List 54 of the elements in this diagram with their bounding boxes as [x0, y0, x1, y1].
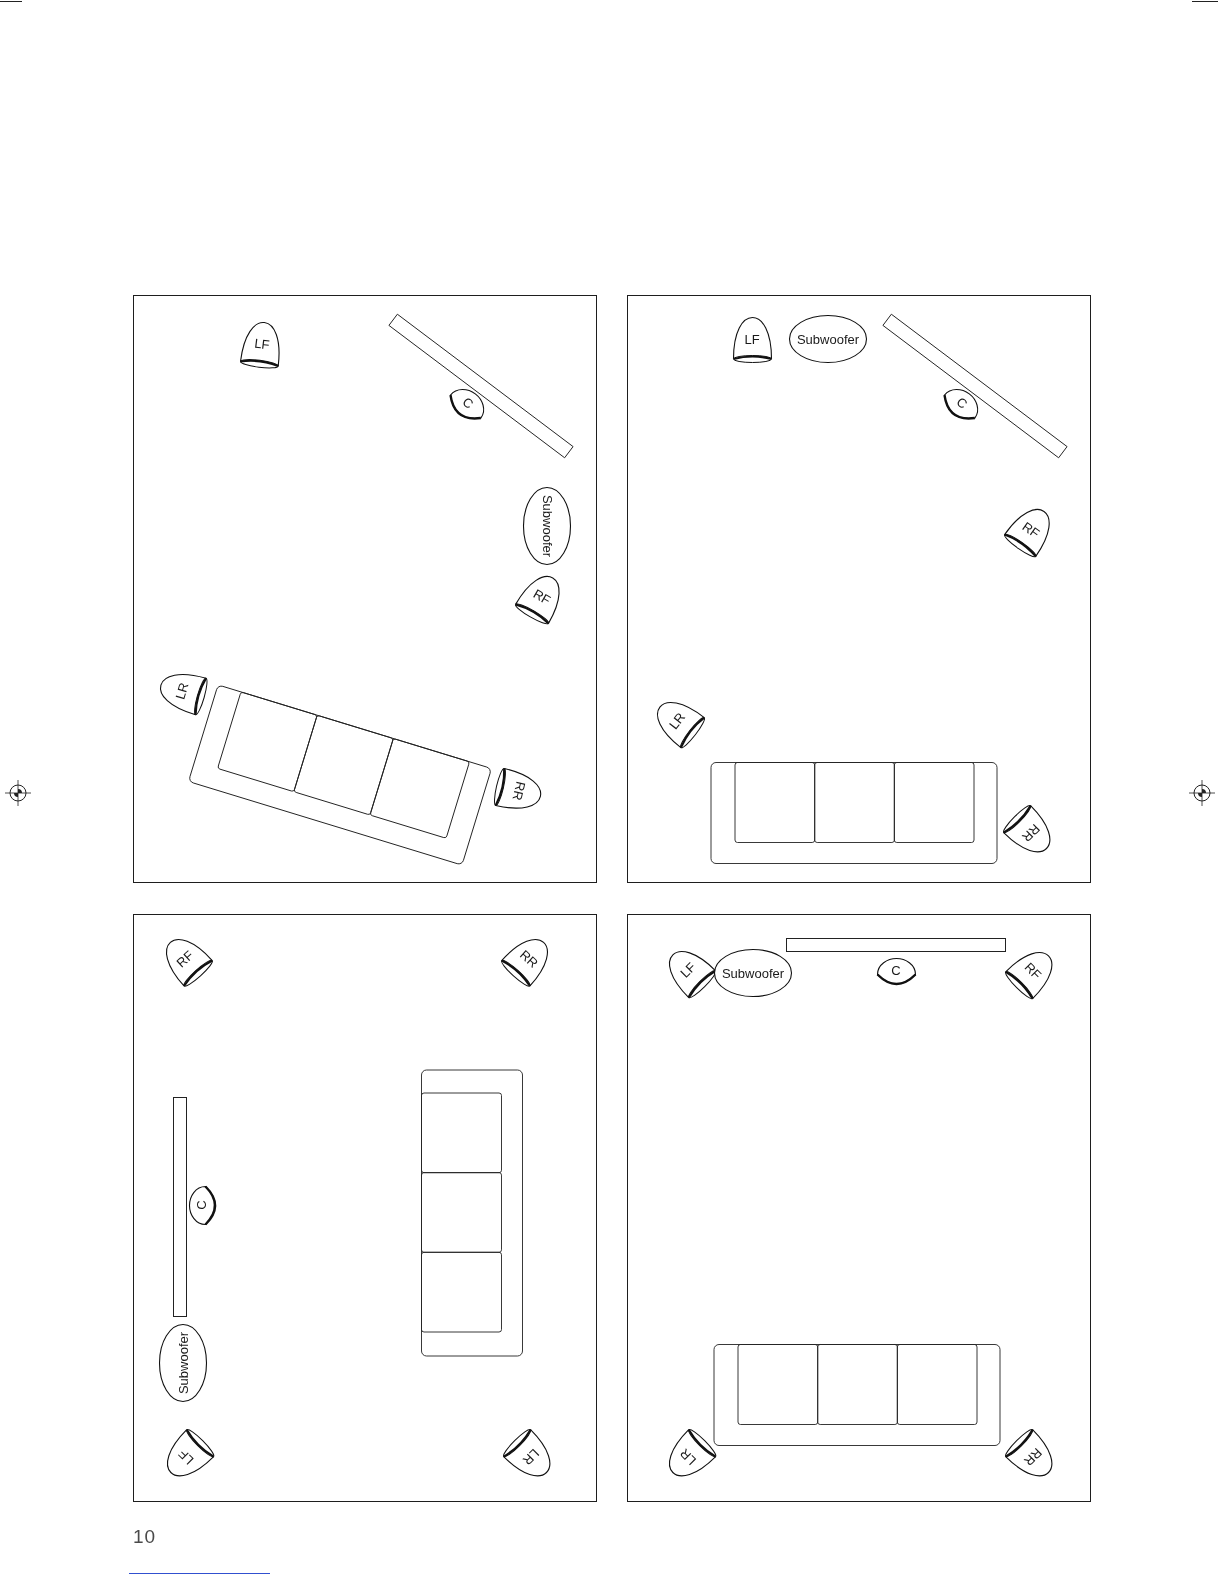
- speaker-shape: [1004, 1428, 1054, 1478]
- speaker-shape: [1002, 508, 1051, 559]
- speaker-label: Subwoofer: [540, 494, 554, 558]
- speaker-shape: [667, 949, 717, 999]
- speaker-shape: [667, 1428, 717, 1478]
- speaker-label: LF: [678, 960, 698, 980]
- speaker-label: LR: [520, 1446, 542, 1468]
- speaker-label: LR: [666, 710, 688, 732]
- page-number: 10: [133, 1527, 157, 1546]
- subwoofer-oval: [788, 314, 868, 364]
- speaker-label: RR: [510, 780, 528, 802]
- room-panel: [627, 295, 1091, 883]
- speaker-label: LR: [677, 1446, 699, 1468]
- speaker-label: Subwoofer: [721, 966, 785, 980]
- subwoofer-oval: [522, 486, 572, 566]
- room-panel: [627, 914, 1091, 1502]
- speaker-shape: [655, 701, 706, 750]
- speaker-shape: [493, 766, 543, 810]
- speaker-label: RF: [1020, 519, 1042, 541]
- speaker-label: C: [459, 395, 476, 412]
- speaker-shape: [875, 956, 917, 985]
- speaker-shape: [187, 1184, 216, 1226]
- speaker-shape: [502, 1428, 552, 1478]
- speaker-label: RF: [174, 948, 196, 970]
- room-panel: [133, 914, 597, 1502]
- speaker-shape: [239, 320, 281, 369]
- tv-screen: [785, 938, 1006, 952]
- speaker-label: RR: [1019, 821, 1043, 845]
- speaker-label: RF: [1022, 960, 1044, 982]
- speaker-label: LR: [173, 681, 191, 701]
- speaker-label: LF: [744, 332, 760, 346]
- speaker-label: RR: [1021, 1445, 1045, 1469]
- speaker-label: RR: [517, 947, 541, 971]
- speaker-label: Subwoofer: [176, 1331, 190, 1395]
- speaker-shape: [500, 938, 550, 988]
- speaker-shape: [942, 387, 979, 420]
- speaker-shape: [158, 672, 209, 717]
- room-panel: [133, 295, 597, 883]
- speaker-shape: [1004, 950, 1054, 1000]
- speaker-shape: [448, 387, 485, 420]
- subwoofer-oval: [713, 948, 793, 998]
- speaker-shape: [1002, 804, 1052, 854]
- speaker-label: LF: [176, 1447, 196, 1467]
- speaker-shape: [731, 315, 773, 364]
- speaker-label: Subwoofer: [796, 332, 860, 346]
- speaker-label: LF: [253, 336, 271, 352]
- speaker-label: C: [953, 395, 970, 412]
- speaker-label: RF: [531, 587, 553, 607]
- speaker-shape: [164, 938, 214, 988]
- speaker-label: C: [891, 963, 901, 977]
- speaker-label: C: [194, 1200, 208, 1210]
- speaker-shape: [514, 575, 561, 626]
- speaker-shape: [165, 1428, 215, 1478]
- subwoofer-oval: [158, 1323, 208, 1403]
